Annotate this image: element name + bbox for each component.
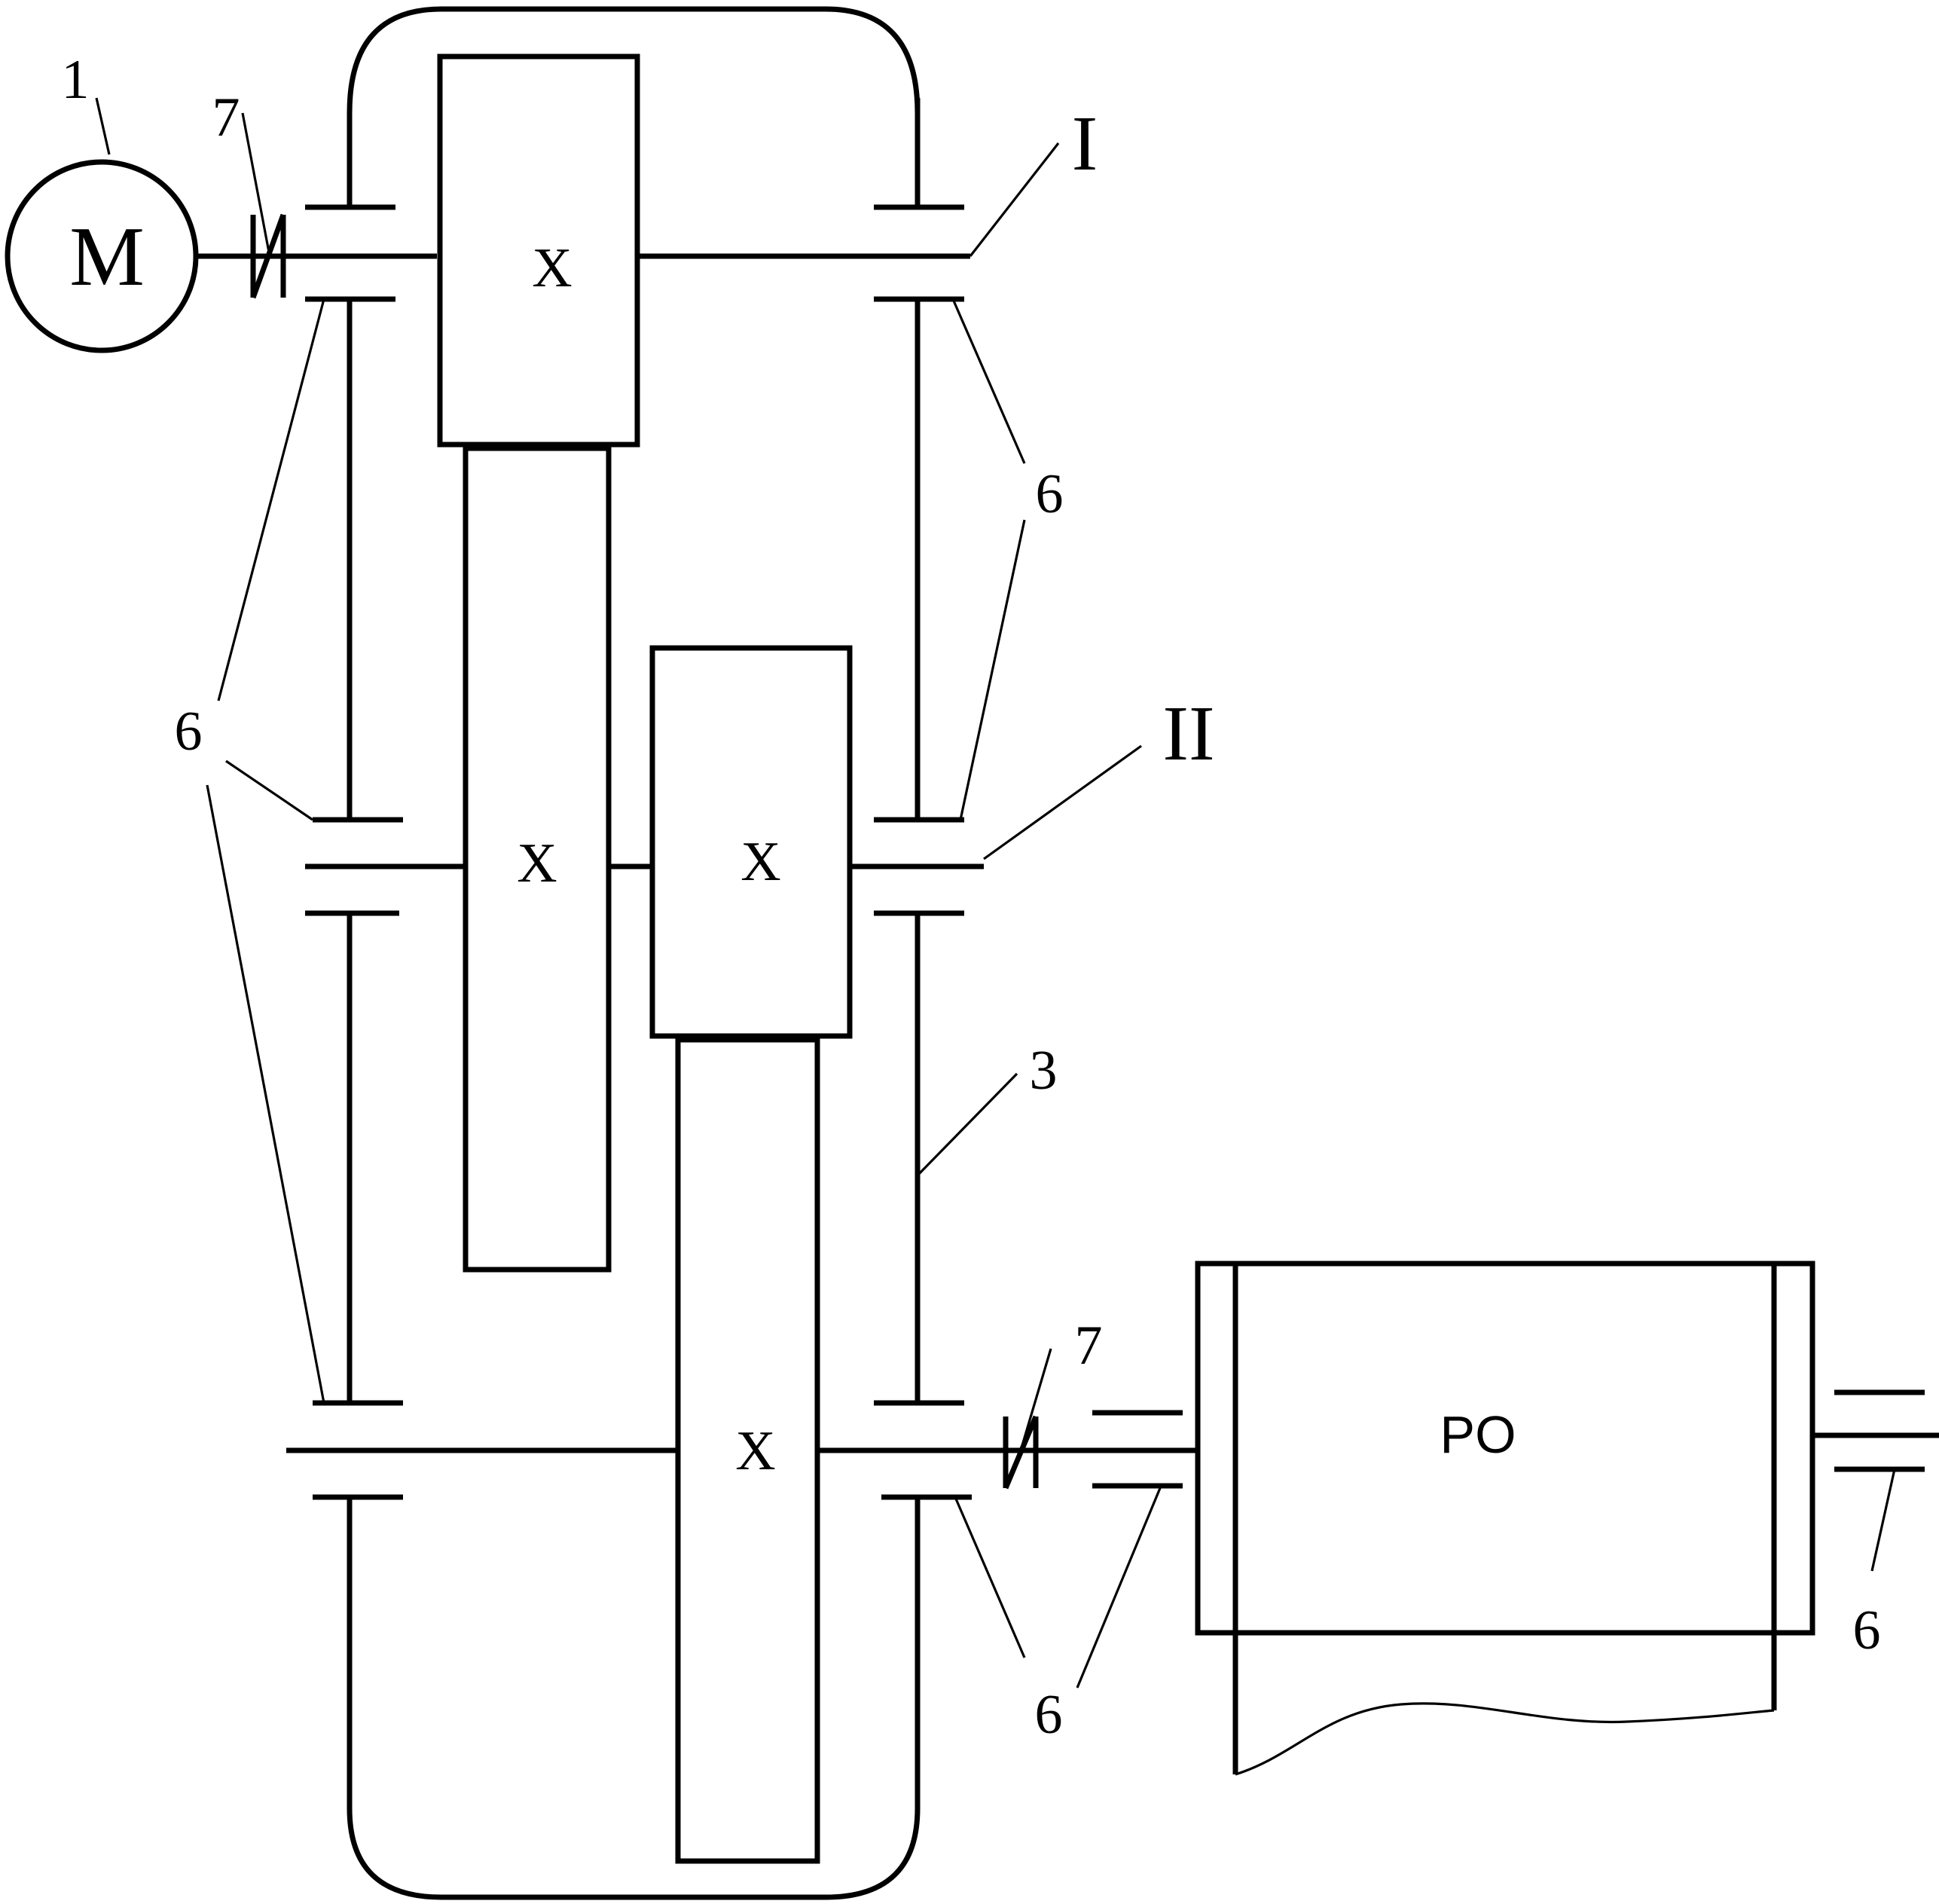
input-coupling-slash: [250, 213, 286, 299]
output-coupling-number-label: 7: [1075, 1315, 1103, 1377]
bearing-leader-left-bottom: [206, 784, 325, 1404]
bearing-number-label-bottom: 6: [1035, 1684, 1063, 1746]
motor-leader: [95, 97, 111, 155]
motor-number-label: 1: [62, 49, 90, 111]
shaft-one-label: I: [1072, 100, 1098, 187]
motor-symbol: M: [69, 210, 145, 304]
housing-outline: [347, 6, 921, 1900]
gear-pinion-one: [437, 53, 640, 448]
bearing-number-label-right-top: 6: [1036, 463, 1064, 525]
gear-wheel-four-mark: X: [735, 1420, 775, 1482]
working-body-label: PO: [1440, 1405, 1516, 1464]
input-coupling-number-label: 7: [212, 87, 240, 148]
bearing-number-label-left: 6: [175, 701, 203, 763]
gear-pinion-three: [649, 645, 853, 1039]
bearing-leader-working-right: [1870, 1468, 1896, 1572]
shaft-two-label: II: [1162, 690, 1214, 777]
output-coupling-leader: [1019, 1348, 1052, 1451]
bearing-leader-right-top: [951, 298, 1026, 464]
bearing-leader-output-right: [954, 1496, 1026, 1658]
bearing-leader-left-mid: [225, 759, 313, 821]
working-body-break-line: [1235, 1702, 1775, 1776]
bearing-leader-right-mid: [959, 519, 1026, 821]
shaft-one-leader: [969, 142, 1060, 257]
bearing-leader-left-top: [217, 298, 325, 701]
gear-wheel-two: [463, 445, 612, 1273]
housing-number-label: 3: [1030, 1040, 1058, 1102]
shaft-two-leader: [983, 744, 1142, 860]
input-coupling-leader: [241, 112, 271, 257]
gear-wheel-two-mark: X: [517, 833, 557, 894]
gear-pinion-one-mark: X: [532, 237, 572, 299]
bearing-leader-working-left: [1076, 1487, 1162, 1689]
output-coupling-slash: [1003, 1415, 1039, 1490]
bearing-number-label-far-right: 6: [1853, 1600, 1881, 1661]
gear-pinion-three-mark: X: [740, 831, 780, 893]
housing-leader: [916, 1072, 1018, 1177]
